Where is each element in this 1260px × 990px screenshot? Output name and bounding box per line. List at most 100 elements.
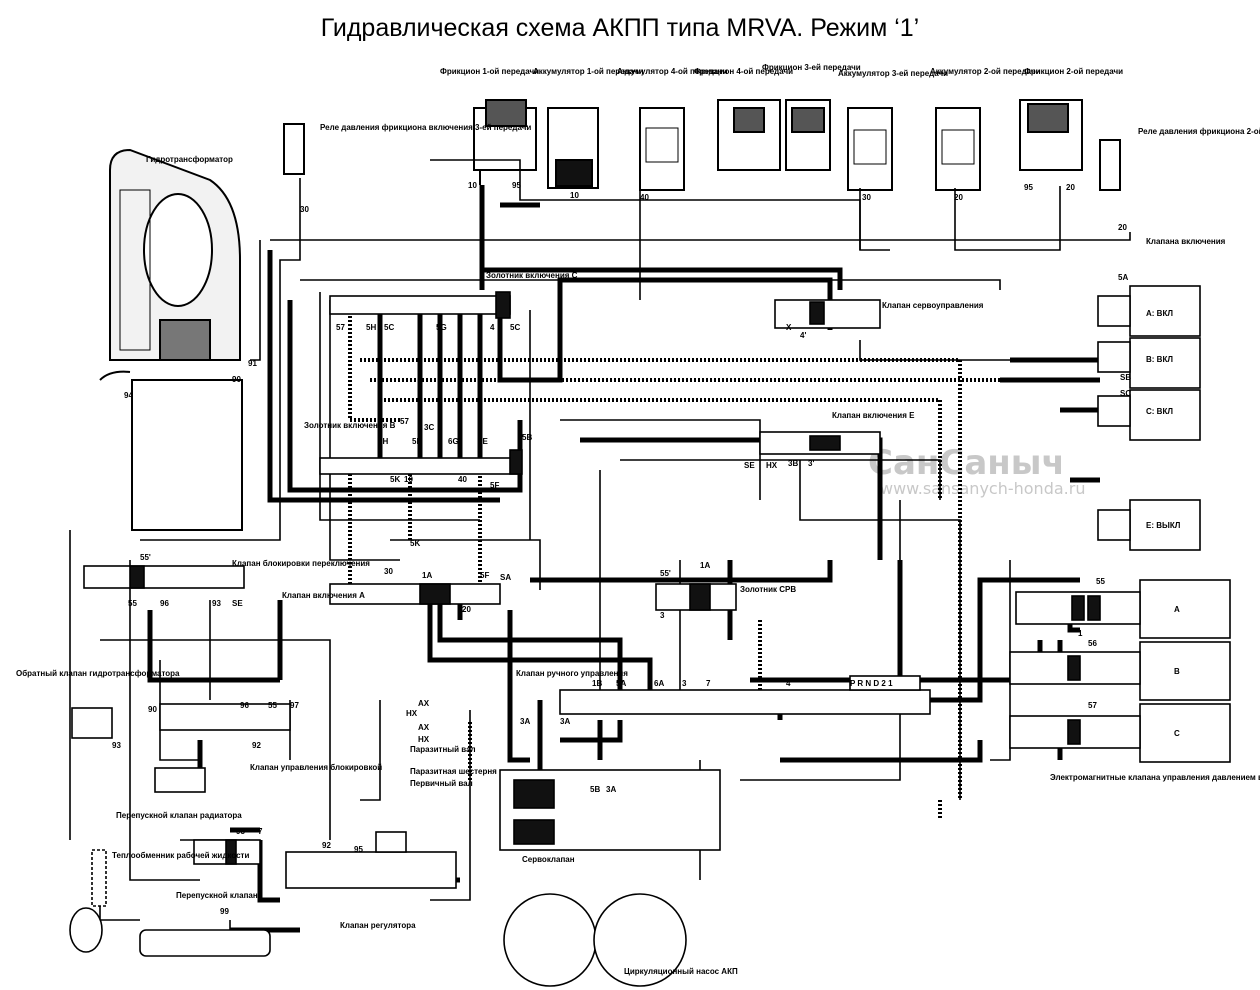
port-4p: 4' <box>800 331 806 340</box>
label-clutch1: Фрикцион 1-ой передачи <box>440 67 539 76</box>
port-5k: 5K <box>390 475 400 484</box>
label-idler-gear: Паразитная шестерня <box>410 767 497 776</box>
port-1b: 1B <box>592 679 602 688</box>
label-solenoids: Электромагнитные клапана управления давл… <box>1050 773 1260 782</box>
port-92b: 92 <box>322 841 331 850</box>
port-99: 99 <box>220 907 229 916</box>
port-55c: 55 <box>268 701 277 710</box>
solenoid-blocks <box>1009 285 1231 763</box>
port-6a: 6A <box>654 679 664 688</box>
label-sol-a: А: ВКЛ <box>1146 309 1173 318</box>
manual-valve-positions: P R N D 2 1 <box>850 679 893 688</box>
port-93b: 93 <box>112 741 121 750</box>
watermark-logo: СанСаныч <box>868 443 1065 483</box>
port-20-switch2: 20 <box>1118 223 1127 232</box>
port-1a-b: 1A <box>700 561 710 570</box>
port-5f-b: 5F <box>480 571 489 580</box>
port-ax1: AX <box>418 699 430 708</box>
port-5a-b: 5A <box>1118 273 1128 282</box>
label-valve-e: Клапан включения Е <box>832 411 915 420</box>
port-55p-b: 55' <box>660 569 671 578</box>
label-pump: Циркуляционный насос АКП <box>624 967 738 976</box>
label-acc1: Аккумулятор 1-ой передачи <box>533 67 644 76</box>
port-6g: 6G <box>448 437 459 446</box>
port-sa: SA <box>500 573 511 582</box>
port-30d: 30 <box>384 567 393 576</box>
port-sc-b: SC <box>1120 389 1131 398</box>
port-20-clutch2: 20 <box>1066 183 1075 192</box>
port-5k-b: 5K <box>410 539 420 548</box>
port-5b: 5B <box>412 437 422 446</box>
label-manual-valve: Клапан ручного управления <box>516 669 628 678</box>
label-clutch4: Фрикцион 4-ой передачи <box>694 67 793 76</box>
port-3: 3 <box>660 611 665 620</box>
label-lin-c: C <box>1174 729 1180 738</box>
port-1a: 1A <box>422 571 432 580</box>
port-x: X <box>786 323 792 332</box>
port-55d: 55 <box>1096 577 1105 586</box>
port-3p: 3' <box>808 459 814 468</box>
label-idler-shaft: Паразитный вал <box>410 745 476 754</box>
port-96: 96 <box>160 599 169 608</box>
port-5h-b: 5H <box>378 437 388 446</box>
port-hx1: HX <box>406 709 418 718</box>
port-3c: 3C <box>424 423 434 432</box>
port-3a: 3A <box>520 717 530 726</box>
port-94: 94 <box>124 391 133 400</box>
label-acc3: Аккумулятор 3-ей передачи <box>838 69 948 78</box>
port-5h: 5H <box>366 323 376 332</box>
port-7b: 7 <box>258 827 263 836</box>
page-title: Гидравлическая схема АКПП типа MRVA. Реж… <box>320 14 920 42</box>
port-3a-b: 3A <box>560 717 570 726</box>
port-5f: 5F <box>490 481 499 490</box>
port-95-clutch2: 95 <box>1024 183 1033 192</box>
label-clutch3: Фрикцион 3-ей передачи <box>762 63 861 72</box>
label-spool-cpb: Золотник СРВ <box>740 585 796 594</box>
label-shift-valves: Клапана включения <box>1146 237 1226 246</box>
label-pressure-switch2: Реле давления фрикциона 2-ой передачи <box>1138 127 1260 136</box>
port-se: SE <box>232 599 243 608</box>
label-spool-b: Золотник включения В <box>304 421 396 430</box>
port-3a-c: 3A <box>606 785 616 794</box>
fluid-lines-thin <box>69 159 1131 950</box>
port-5b-c: 5B <box>590 785 600 794</box>
port-93: 93 <box>212 599 221 608</box>
valves <box>69 291 931 987</box>
port-1: 1 <box>1078 629 1083 638</box>
port-91: 91 <box>248 359 257 368</box>
label-sol-e: Е: ВЫКЛ <box>1146 521 1181 530</box>
top-components <box>283 99 1121 191</box>
label-sol-c: С: ВКЛ <box>1146 407 1173 416</box>
fluid-lines-hatched <box>348 300 1000 820</box>
label-servo: Сервоклапан <box>522 855 575 864</box>
port-10-acc1: 10 <box>570 191 579 200</box>
label-acc2: Аккумулятор 2-ой передачи <box>930 67 1041 76</box>
label-clutch2: Фрикцион 2-ой передачи <box>1024 67 1123 76</box>
label-regulator: Клапан регулятора <box>340 921 416 930</box>
port-20d: 20 <box>462 605 471 614</box>
label-spool-c: Золотник включения С <box>486 271 578 280</box>
label-pressure-switch3: Реле давления фрикциона включения 3-ей п… <box>320 123 531 132</box>
port-95d: 95 <box>354 845 363 854</box>
label-lockup-control: Клапан управления блокировкой <box>250 763 382 772</box>
port-sc: 5C <box>510 323 520 332</box>
label-primary-shaft: Первичный вал <box>410 779 473 788</box>
port-labels: 10 95 10 40 30 30 20 95 20 20 91 90 94 5… <box>112 181 1131 916</box>
port-90b: 90 <box>148 705 157 714</box>
label-valve-a: Клапан включения А <box>282 591 365 600</box>
label-lin-a: A <box>1174 605 1180 614</box>
label-acc4: Аккумулятор 4-ой передачи <box>617 67 728 76</box>
port-5e: 5E <box>478 437 488 446</box>
port-4b: 4 <box>786 679 791 688</box>
port-5a: 5A <box>616 679 626 688</box>
label-torque-converter: Гидротрансформатор <box>146 155 233 164</box>
label-radiator-bypass: Перепускной клапан радиатора <box>116 811 242 820</box>
port-57c: 57 <box>1088 701 1097 710</box>
port-4: 4 <box>490 323 495 332</box>
port-40-acc4: 40 <box>640 193 649 202</box>
port-10-clutch1: 10 <box>468 181 477 190</box>
port-20-acc2: 20 <box>954 193 963 202</box>
port-95-clutch1: 95 <box>512 181 521 190</box>
port-se-b: SE <box>744 461 755 470</box>
